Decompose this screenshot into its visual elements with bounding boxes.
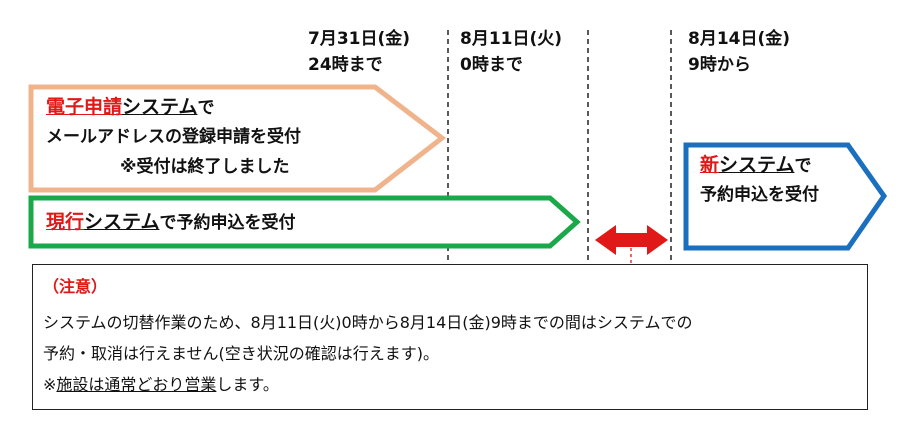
note-line-1: システムの切替作業のため、8月11日(火)0時から8月14日(金)9時までの間は… bbox=[43, 313, 693, 332]
date-aug11-time: 0時まで bbox=[460, 55, 523, 75]
date-aug14: 8月14日(金) 9時から bbox=[688, 26, 790, 78]
note-line-3-underlined: 施設は通常どおり営業 bbox=[56, 375, 217, 394]
electronic-closed-note: ※受付は終了しました bbox=[120, 157, 290, 177]
current-suffix: で予約申込を受付 bbox=[159, 213, 296, 233]
current-highlight: 現行 bbox=[46, 211, 85, 233]
note-title: （注意） bbox=[43, 277, 108, 296]
date-jul31-day: 7月31日(金) bbox=[308, 29, 411, 49]
electronic-suffix: で bbox=[197, 98, 215, 118]
new-highlight: 新 bbox=[700, 154, 720, 176]
date-aug14-time: 9時から bbox=[688, 55, 751, 75]
new-system-word: システム bbox=[719, 154, 795, 176]
date-aug11: 8月11日(火) 0時まで bbox=[460, 26, 562, 78]
current-system-label: 現行システムで予約申込を受付 bbox=[46, 207, 295, 238]
date-aug14-day: 8月14日(金) bbox=[688, 29, 791, 49]
electronic-highlight: 電子申請 bbox=[46, 96, 123, 118]
note-line-3-prefix: ※ bbox=[43, 375, 57, 394]
current-system-word: システム bbox=[84, 211, 160, 233]
downtime-double-arrow bbox=[595, 225, 668, 255]
electronic-system-word: システム bbox=[122, 96, 198, 118]
electronic-description: メールアドレスの登録申請を受付 bbox=[46, 127, 301, 147]
new-system-label: 新システムで bbox=[700, 150, 811, 181]
date-aug11-day: 8月11日(火) bbox=[460, 29, 563, 49]
date-jul31-time: 24時まで bbox=[308, 55, 383, 75]
new-system-arrow bbox=[683, 142, 888, 251]
new-suffix: で bbox=[794, 156, 812, 176]
electronic-system-arrow bbox=[28, 84, 447, 193]
note-line-2: 予約・取消は行えません(空き状況の確認は行えます)。 bbox=[43, 344, 440, 363]
current-system-arrow bbox=[28, 195, 581, 249]
note-box: （注意） システムの切替作業のため、8月11日(火)0時から8月14日(金)9時… bbox=[32, 264, 868, 410]
new-system-description: 予約申込を受付 bbox=[700, 185, 819, 205]
electronic-system-label: 電子申請システムで bbox=[46, 92, 214, 123]
note-line-3: ※施設は通常どおり営業します。 bbox=[43, 371, 279, 395]
date-jul31: 7月31日(金) 24時まで bbox=[308, 26, 410, 78]
note-line-3-suffix: します。 bbox=[216, 375, 279, 394]
